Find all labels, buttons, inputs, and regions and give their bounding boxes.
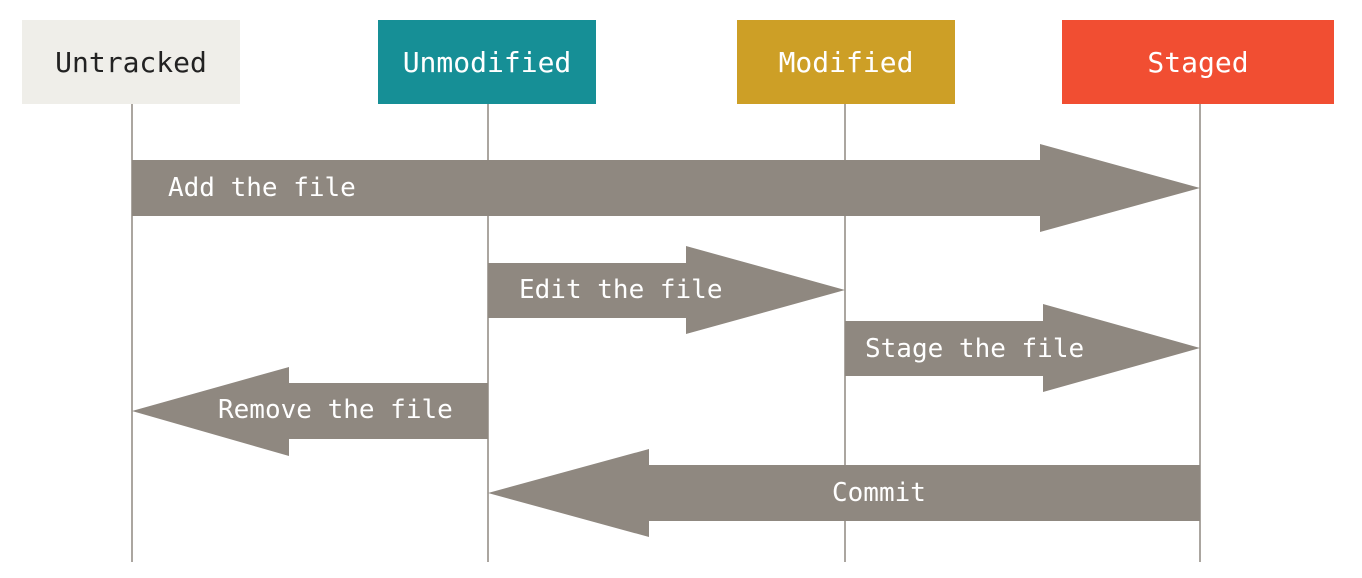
state-staged-label: Staged [1147,45,1249,79]
state-staged: Staged [1062,20,1334,104]
stage-file-arrow [845,304,1200,392]
add-file-label: Add the file [168,173,356,203]
edit-file-arrow [488,246,845,334]
remove-file-label: Remove the file [218,395,453,425]
state-untracked-label: Untracked [55,45,207,79]
add-file-arrow [132,144,1200,232]
state-unmodified-label: Unmodified [402,45,572,79]
commit-arrow [488,449,1200,537]
state-modified-label: Modified [778,45,914,79]
state-modified: Modified [737,20,955,104]
commit-label: Commit [832,478,926,508]
state-untracked: Untracked [22,20,240,104]
state-unmodified: Unmodified [378,20,596,104]
stage-file-label: Stage the file [865,334,1085,364]
remove-file-arrow [132,367,488,456]
edit-file-label: Edit the file [519,275,723,305]
